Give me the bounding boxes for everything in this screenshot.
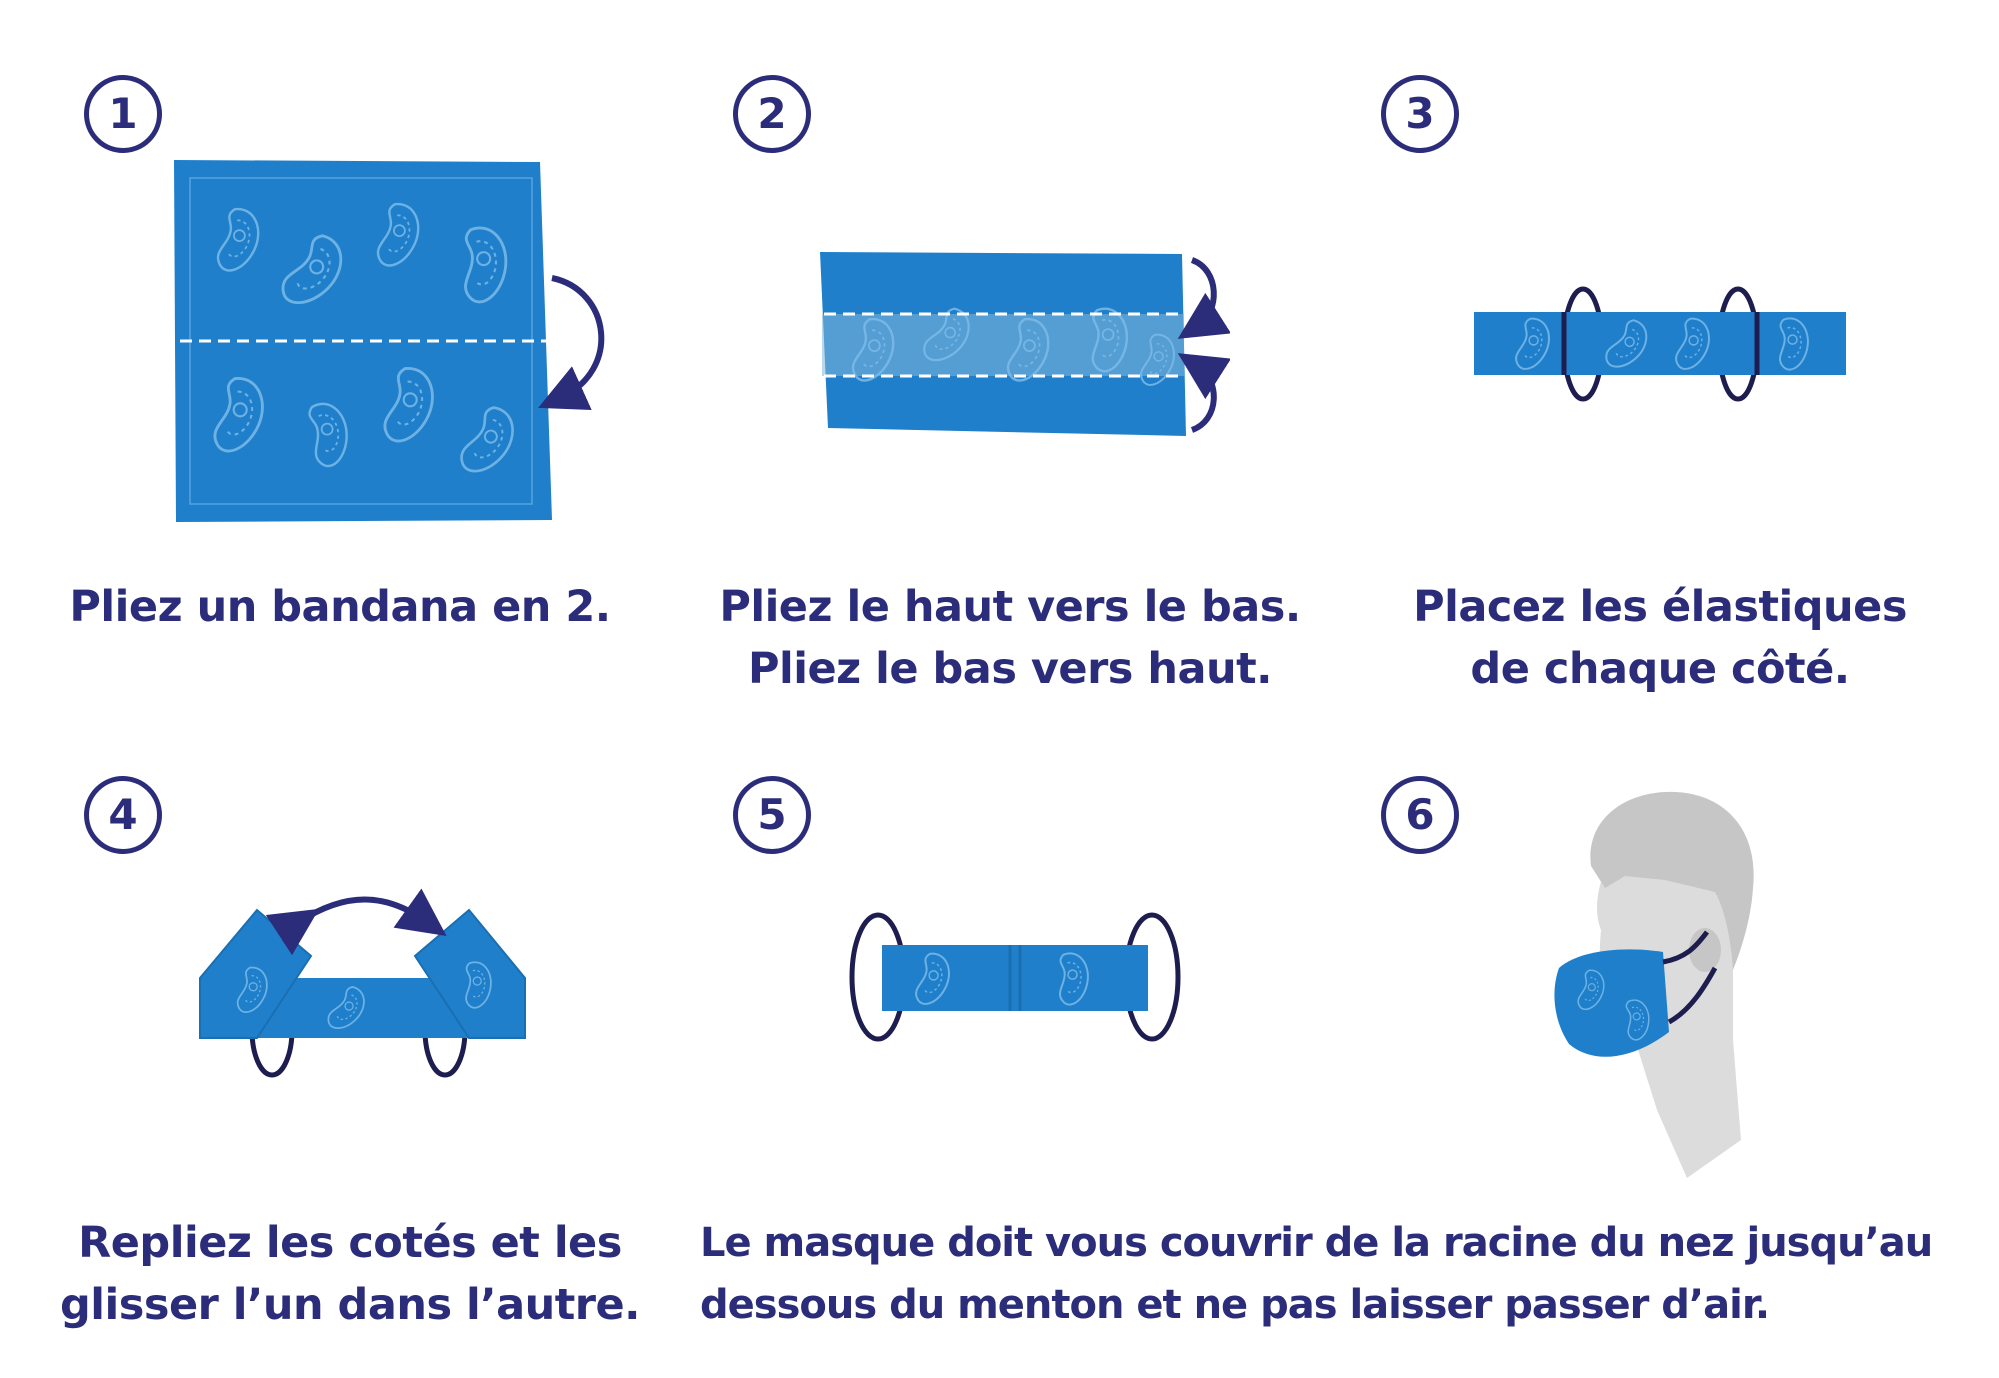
mask-strap-bottom: [1667, 966, 1718, 1025]
step-2-caption-line-1: Pliez le haut vers le bas.: [719, 582, 1301, 632]
step-5-illustration: [849, 912, 1181, 1042]
step-6-number: 6: [1405, 790, 1435, 839]
step-2-number: 2: [757, 89, 787, 138]
ear-icon: [1689, 928, 1721, 972]
step-2-illustration: [820, 252, 1230, 436]
step-4-badge: 4: [84, 776, 162, 854]
step-5-badge: 5: [733, 776, 811, 854]
hair-icon: [1590, 791, 1754, 970]
final-note-line-2: dessous du menton et ne pas laisser pass…: [700, 1282, 1770, 1328]
step-3-caption-line-2: de chaque côté.: [1470, 644, 1850, 694]
worn-mask: [1554, 949, 1669, 1057]
step-6-badge: 6: [1381, 776, 1459, 854]
step-1-illustration: [174, 160, 605, 522]
step-4-caption: Repliez les cotés et les glisser l’un da…: [60, 1212, 641, 1336]
step-1-caption: Pliez un bandana en 2.: [60, 576, 620, 638]
step-1-caption-line-1: Pliez un bandana en 2.: [69, 582, 611, 632]
step-3-illustration: [1474, 286, 1846, 402]
final-note-line-1: Le masque doit vous couvrir de la racine…: [700, 1220, 1933, 1266]
neck-shape: [1635, 1040, 1741, 1178]
step-1-badge: 1: [84, 75, 162, 153]
final-note: Le masque doit vous couvrir de la racine…: [700, 1212, 1970, 1336]
mask-body: [882, 945, 1148, 1011]
step-2-caption-line-2: Pliez le bas vers haut.: [748, 644, 1272, 694]
step-3-number: 3: [1405, 89, 1435, 138]
step-3-caption: Placez les élastiques de chaque côté.: [1370, 576, 1950, 700]
fold-down-arrow-icon: [1177, 257, 1230, 339]
step-3-badge: 3: [1381, 75, 1459, 153]
step-4-caption-line-1: Repliez les cotés et les: [78, 1218, 622, 1268]
fold-arrow-icon: [538, 275, 605, 410]
step-5-number: 5: [757, 790, 787, 839]
swap-arrow-icon: [265, 888, 447, 956]
step-3-caption-line-1: Placez les élastiques: [1413, 582, 1907, 632]
step-4-number: 4: [108, 790, 138, 839]
step-4-illustration: [199, 888, 526, 1078]
mask-strap-top: [1662, 930, 1709, 965]
fold-up-arrow-icon: [1177, 353, 1230, 433]
step-4-caption-line-2: glisser l’un dans l’autre.: [60, 1280, 641, 1330]
folded-band: [822, 314, 1184, 376]
step-1-number: 1: [108, 89, 138, 138]
step-2-caption: Pliez le haut vers le bas. Pliez le bas …: [700, 576, 1320, 700]
step-2-badge: 2: [733, 75, 811, 153]
step-6-illustration: [1554, 791, 1754, 1178]
